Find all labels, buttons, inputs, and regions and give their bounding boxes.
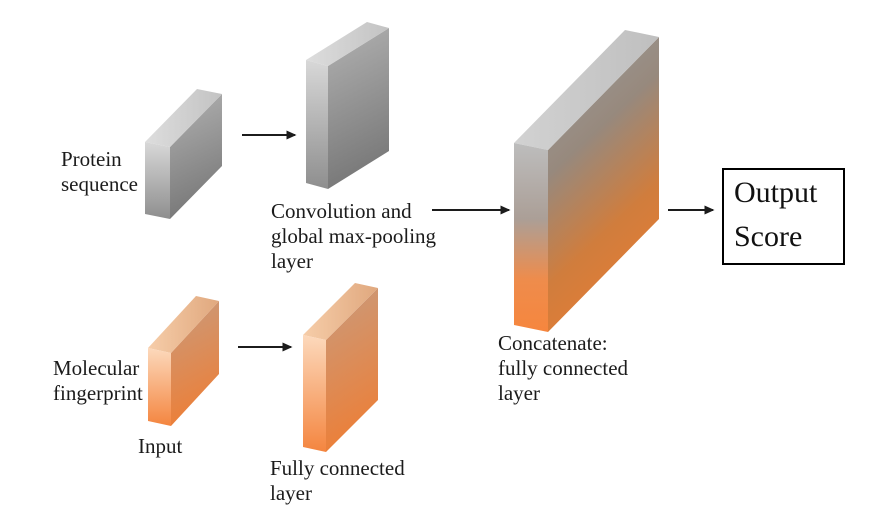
- label-protein-sequence: Protein sequence: [61, 147, 138, 196]
- protein-sequence-box: [145, 89, 222, 219]
- label-molecular-fingerprint: Molecular fingerprint: [53, 356, 143, 405]
- label-input: Input: [138, 434, 183, 458]
- output-score-box: Output Score: [722, 168, 845, 265]
- label-fully-connected-layer: Fully connected layer: [270, 456, 405, 505]
- fully-connected-layer-box: [303, 283, 378, 452]
- convolution-layer-box: [306, 22, 389, 189]
- label-convolution-layer: Convolution and global max-pooling layer: [271, 199, 437, 273]
- label-concatenate-layer: Concatenate: fully connected layer: [498, 331, 629, 405]
- molecular-fingerprint-box: [148, 296, 219, 426]
- concatenate-layer-box: [514, 30, 659, 332]
